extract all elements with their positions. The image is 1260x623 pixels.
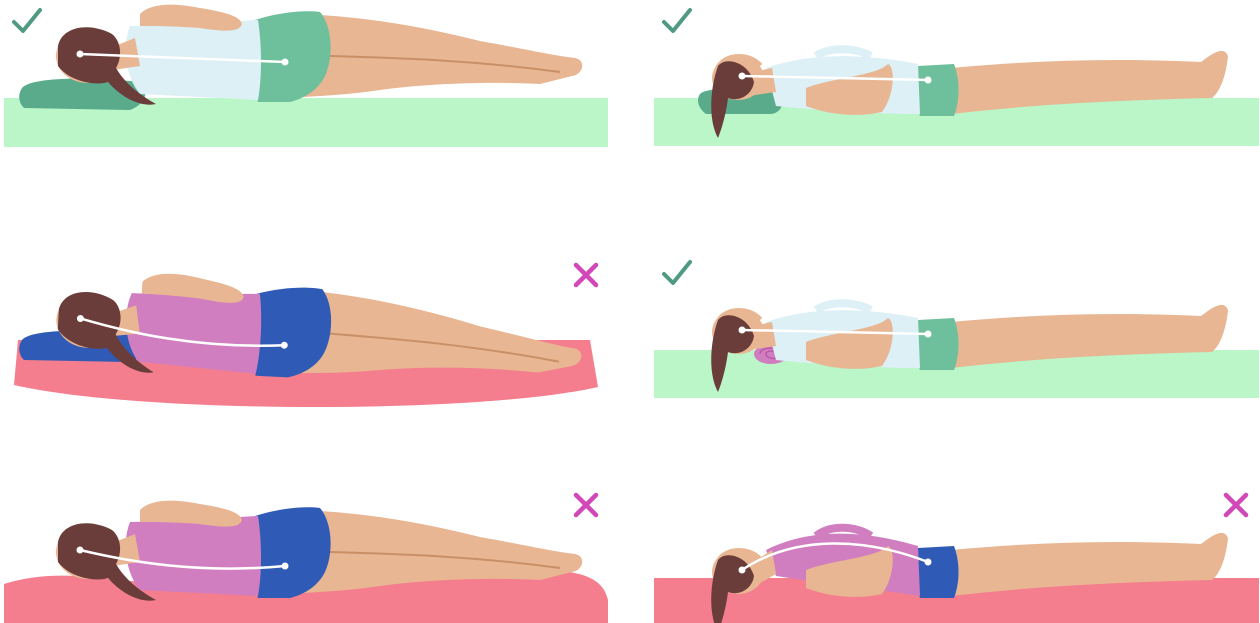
check-icon	[664, 10, 690, 31]
panel-back-towel-roll-firm-mattress	[654, 262, 1259, 398]
cross-icon	[576, 495, 596, 515]
top	[124, 287, 263, 374]
panel-side-pillow-sagging-mattress	[14, 265, 598, 407]
panel-side-no-pillow-soft-mattress	[4, 495, 608, 623]
spine-point	[739, 73, 746, 80]
shorts	[915, 64, 958, 116]
spine-point	[925, 77, 932, 84]
panel-side-pillow-firm-mattress	[4, 5, 608, 147]
shorts	[915, 318, 958, 370]
check-icon	[664, 262, 690, 283]
spine-point	[77, 547, 84, 554]
spine-point	[739, 567, 746, 574]
spine-point	[282, 563, 289, 570]
panel-back-no-pillow-firm-mattress	[654, 495, 1259, 623]
panel-back-pillow-firm-mattress	[654, 10, 1259, 146]
spine-point	[925, 331, 932, 338]
cross-icon	[576, 265, 596, 285]
cross-icon	[1226, 495, 1246, 515]
spine-point	[739, 327, 746, 334]
spine-point	[282, 59, 289, 66]
spine-point	[925, 559, 932, 566]
top	[126, 516, 261, 596]
check-icon	[14, 10, 40, 31]
shorts	[915, 546, 958, 598]
spine-point	[77, 51, 84, 58]
